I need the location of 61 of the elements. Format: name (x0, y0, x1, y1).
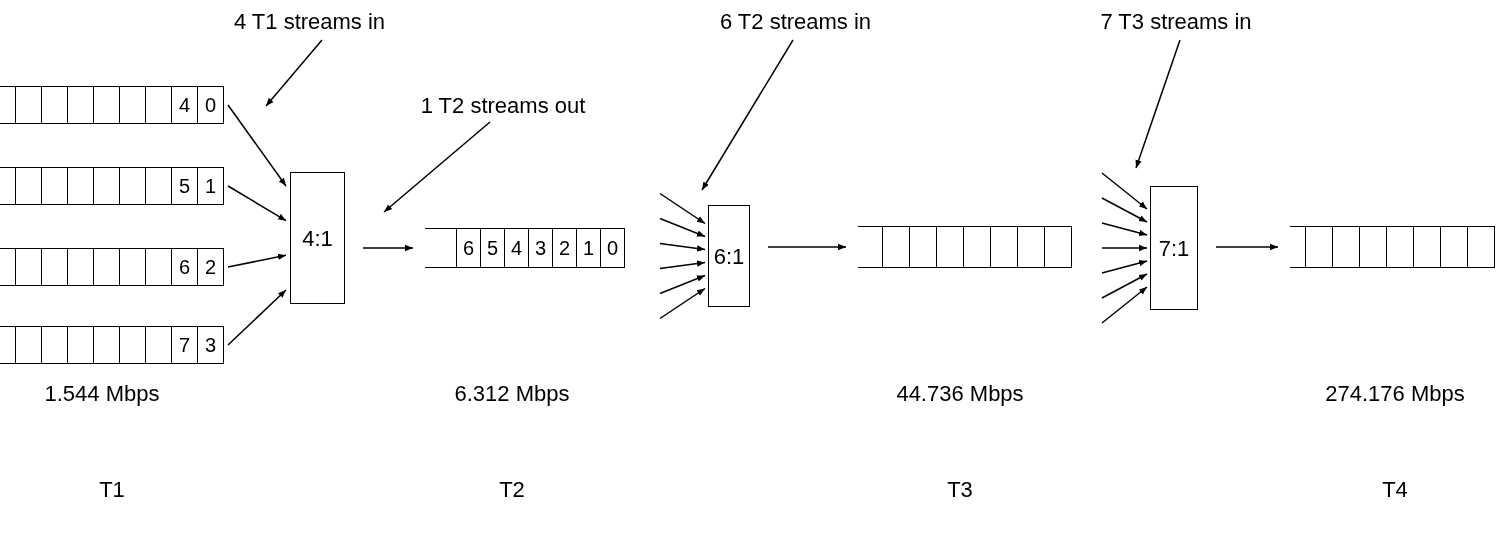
queue (0, 167, 224, 205)
queue (0, 86, 224, 124)
arrow (1101, 222, 1148, 237)
arrow (659, 217, 706, 238)
arrow (1101, 172, 1148, 210)
rate-label: 6.312 Mbps (454, 380, 570, 408)
rate-label: 44.736 Mbps (896, 380, 1024, 408)
arrow (659, 242, 706, 252)
arrow (227, 289, 287, 346)
queue (1290, 226, 1495, 268)
callout-text: 6 T2 streams in (703, 8, 888, 36)
leader-arrow (265, 39, 323, 107)
leader-arrow (1135, 39, 1181, 169)
callout-text: 7 T3 streams in (1086, 8, 1266, 36)
queue-slot: 1 (197, 168, 223, 204)
queue-slot: 6 (456, 229, 480, 267)
arrow (767, 243, 847, 251)
rate-label: T1 (99, 476, 125, 504)
arrow (659, 274, 706, 295)
queue (0, 326, 224, 364)
queue-slot: 5 (171, 168, 197, 204)
arrow (1101, 273, 1148, 299)
queue-slot: 0 (600, 229, 624, 267)
arrow (227, 104, 287, 187)
rate-label: T4 (1382, 476, 1408, 504)
rate-label: 274.176 Mbps (1325, 380, 1465, 408)
callout-text: 1 T2 streams out (398, 92, 608, 120)
multiplexer-box: 4:1 (290, 172, 345, 304)
queue-slot: 6 (171, 249, 197, 285)
queue-slot: 7 (171, 327, 197, 363)
queue-slot: 5 (480, 229, 504, 267)
arrow (659, 287, 706, 320)
queue-slot: 4 (171, 87, 197, 123)
queue-slot: 4 (504, 229, 528, 267)
rate-label: T3 (947, 476, 973, 504)
queue-slot: 3 (528, 229, 552, 267)
arrow (362, 244, 414, 252)
arrow (1215, 243, 1279, 251)
queue (425, 228, 625, 268)
arrow (659, 260, 706, 270)
arrow (1101, 286, 1148, 324)
rate-label: T2 (499, 476, 525, 504)
arrow (1101, 259, 1148, 274)
arrow (1101, 244, 1148, 252)
leader-arrow (383, 121, 491, 213)
arrow (1101, 197, 1148, 223)
arrow (227, 253, 287, 268)
queue-slot: 2 (197, 249, 223, 285)
arrow (227, 185, 287, 222)
queue-slot: 1 (576, 229, 600, 267)
leader-arrow (701, 39, 794, 191)
queue-slot: 2 (552, 229, 576, 267)
arrow (659, 192, 706, 225)
queue-slot: 3 (197, 327, 223, 363)
queue (0, 248, 224, 286)
multiplexer-box: 6:1 (708, 205, 750, 307)
rate-label: 1.544 Mbps (44, 380, 160, 408)
callout-text: 4 T1 streams in (222, 8, 397, 36)
queue (858, 226, 1072, 268)
queue-slot: 0 (197, 87, 223, 123)
multiplexer-box: 7:1 (1150, 186, 1198, 310)
